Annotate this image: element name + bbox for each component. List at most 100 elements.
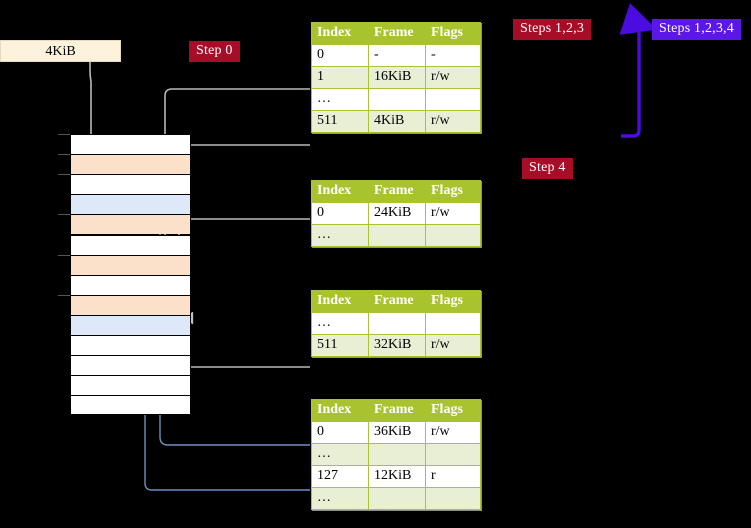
table-row: … (311, 443, 481, 466)
cell-index: 1 (311, 66, 369, 89)
memory-frame-row (70, 174, 191, 195)
cell-flags: r/w (425, 66, 481, 89)
memory-row-tick (58, 294, 70, 296)
memory-frame-row (70, 375, 191, 396)
table-header-row: Index Frame Flags (311, 22, 481, 45)
cell-frame: 4KiB (368, 110, 426, 133)
wire-4kib-to-mem (89, 62, 104, 159)
cell-frame: - (368, 44, 426, 67)
cell-flags: - (425, 44, 481, 67)
cell-frame: 24KiB (368, 202, 426, 225)
tag-steps-1234: Steps 1,2,3,4 (652, 19, 741, 40)
cell-index: 511 (311, 110, 369, 133)
col-index: Index (311, 399, 369, 422)
memory-row-tick (58, 214, 70, 216)
memory-row-tick (58, 134, 70, 135)
col-flags: Flags (425, 22, 481, 45)
memory-row-tick (58, 174, 70, 176)
wire-t2-row0 (177, 218, 310, 263)
cell-flags (425, 443, 481, 466)
table-header-row: Index Frame Flags (311, 399, 481, 422)
memory-frame-row (70, 134, 191, 155)
memory-frame-row (70, 194, 191, 215)
cell-flags: r/w (425, 110, 481, 133)
cell-flags: r/w (425, 202, 481, 225)
kib-size-box: 4KiB (0, 40, 121, 62)
cell-index: … (311, 224, 369, 247)
memory-row-tick (58, 154, 70, 156)
table-header-row: Index Frame Flags (311, 290, 481, 313)
cell-frame (368, 224, 426, 247)
col-frame: Frame (368, 399, 426, 422)
cell-index: 127 (311, 465, 369, 488)
tag-steps-123: Steps 1,2,3 (513, 19, 592, 40)
table-row: … (311, 312, 481, 335)
cell-frame (368, 487, 426, 510)
memory-row-tick (58, 254, 70, 256)
cell-frame: 32KiB (368, 334, 426, 357)
cell-frame: 16KiB (368, 66, 426, 89)
wire-steps-bracket (619, 3, 658, 138)
cell-flags (425, 487, 481, 510)
cell-frame: 12KiB (368, 465, 426, 488)
wire-t1-row511 (174, 144, 310, 159)
cell-flags (425, 224, 481, 247)
cell-flags (425, 88, 481, 111)
memory-frame-row (70, 335, 191, 356)
cell-flags: r (425, 465, 481, 488)
cell-index: … (311, 443, 369, 466)
wire-t3-row511 (179, 311, 310, 368)
cell-flags: r/w (425, 421, 481, 444)
memory-frame-row (70, 355, 191, 376)
cell-index: 0 (311, 202, 369, 225)
table-row: … (311, 224, 481, 247)
memory-frame-row (70, 234, 191, 255)
physical-memory-column (58, 134, 191, 416)
cell-frame (368, 443, 426, 466)
cell-frame: 36KiB (368, 421, 426, 444)
col-frame: Frame (368, 180, 426, 203)
memory-frame-row (70, 274, 191, 295)
cell-frame (368, 88, 426, 111)
col-index: Index (311, 180, 369, 203)
wire-t4-row0 (158, 209, 310, 446)
cell-index: 511 (311, 334, 369, 357)
memory-frame-row (70, 254, 191, 275)
col-index: Index (311, 22, 369, 45)
col-frame: Frame (368, 22, 426, 45)
col-frame: Frame (368, 290, 426, 313)
cell-index: 0 (311, 44, 369, 67)
table-header-row: Index Frame Flags (311, 180, 481, 203)
memory-frame-row (70, 294, 191, 315)
memory-frame-row (70, 214, 191, 235)
col-flags: Flags (425, 290, 481, 313)
memory-frame-row (70, 154, 191, 175)
cell-index: … (311, 487, 369, 510)
wire-t4-row127 (143, 332, 310, 491)
wire-t1-row1 (163, 88, 310, 254)
cell-index: 0 (311, 421, 369, 444)
memory-frame-row (70, 395, 191, 416)
cell-flags: r/w (425, 334, 481, 357)
col-flags: Flags (425, 180, 481, 203)
cell-flags (425, 312, 481, 335)
tag-step-4: Step 4 (522, 158, 573, 179)
col-index: Index (311, 290, 369, 313)
table-row: … (311, 88, 481, 111)
tag-step-0: Step 0 (189, 41, 240, 62)
kib-size-label: 4KiB (45, 44, 76, 59)
